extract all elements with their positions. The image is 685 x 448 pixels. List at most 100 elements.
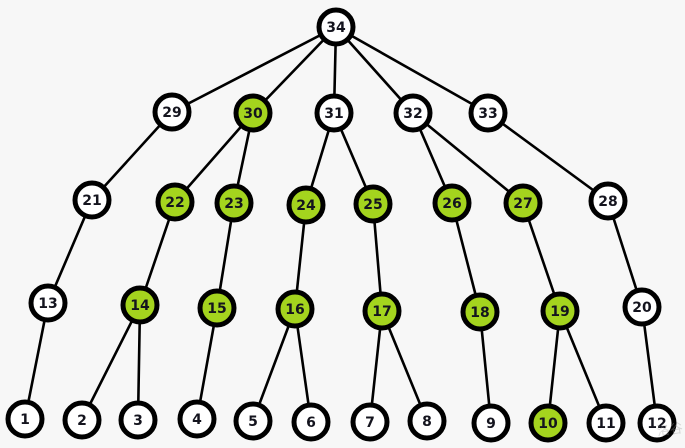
tree-node-19: 19 (540, 291, 580, 331)
tree-node-24: 24 (286, 185, 326, 225)
node-circle (503, 183, 543, 223)
node-label: 23 (224, 196, 243, 212)
tree-node-14: 14 (120, 285, 160, 325)
tree-node-33: 33 (468, 93, 508, 133)
node-circle (468, 93, 508, 133)
tree-node-11: 11 (586, 403, 626, 443)
tree-node-21: 21 (72, 180, 112, 220)
tree-node-7: 7 (350, 402, 390, 442)
tree-edge (486, 111, 610, 203)
node-label: 7 (365, 415, 375, 431)
node-label: 22 (165, 195, 184, 211)
tree-edge (251, 25, 338, 115)
tree-node-18: 18 (460, 292, 500, 332)
node-circle (118, 400, 158, 440)
node-label: 25 (363, 197, 382, 213)
node-circle (5, 399, 45, 439)
node-circle (197, 288, 237, 328)
node-circle (72, 180, 112, 220)
node-circle (62, 400, 102, 440)
tree-node-34: 34 (316, 7, 356, 47)
node-label: 3 (133, 413, 143, 429)
node-label: 5 (248, 414, 258, 430)
tree-node-12: 12 (637, 403, 677, 443)
node-circle (393, 93, 433, 133)
node-circle (155, 182, 195, 222)
tree-node-31: 31 (314, 93, 354, 133)
tree-node-32: 32 (393, 93, 433, 133)
node-circle (637, 403, 677, 443)
node-circle (353, 184, 393, 224)
node-label: 16 (285, 302, 304, 318)
node-circle (540, 291, 580, 331)
node-circle (588, 181, 628, 221)
node-circle (316, 7, 356, 47)
node-label: 34 (326, 20, 346, 36)
node-label: 14 (130, 298, 150, 314)
node-circle (314, 93, 354, 133)
tree-node-6: 6 (291, 402, 331, 442)
node-label: 32 (403, 106, 422, 122)
node-label: 1 (20, 412, 30, 428)
tree-node-8: 8 (407, 401, 447, 441)
tree-node-13: 13 (28, 283, 68, 323)
node-label: 13 (38, 296, 57, 312)
node-circle (362, 291, 402, 331)
node-label: 11 (596, 416, 615, 432)
node-label: 21 (82, 193, 101, 209)
node-label: 28 (598, 194, 617, 210)
tree-edge (411, 111, 525, 205)
node-circle (528, 403, 568, 443)
tree-node-28: 28 (588, 181, 628, 221)
node-label: 18 (470, 305, 489, 321)
node-circle (291, 402, 331, 442)
node-label: 31 (324, 106, 343, 122)
tree-edge (558, 309, 608, 425)
node-label: 20 (632, 300, 652, 316)
node-label: 6 (306, 415, 316, 431)
node-label: 9 (486, 416, 496, 432)
tree-node-5: 5 (233, 401, 273, 441)
node-circle (350, 402, 390, 442)
tree-node-9: 9 (471, 403, 511, 443)
tree-edge (334, 25, 490, 115)
tree-node-29: 29 (152, 92, 192, 132)
node-label: 10 (538, 416, 558, 432)
node-label: 19 (550, 304, 569, 320)
node-label: 24 (296, 198, 316, 214)
tree-node-22: 22 (155, 182, 195, 222)
node-label: 29 (162, 105, 181, 121)
node-circle (177, 399, 217, 439)
tree-node-25: 25 (353, 184, 393, 224)
tree-edge (90, 110, 174, 202)
tree-node-30: 30 (233, 93, 273, 133)
node-circle (214, 183, 254, 223)
node-label: 26 (442, 196, 461, 212)
node-circle (460, 292, 500, 332)
tree-node-4: 4 (177, 399, 217, 439)
tree-edge (23, 301, 50, 421)
node-circle (120, 285, 160, 325)
tree-edge (80, 303, 142, 422)
tree-node-26: 26 (432, 183, 472, 223)
tree-edge (170, 25, 338, 114)
node-label: 8 (422, 414, 432, 430)
node-label: 17 (372, 304, 391, 320)
node-label: 33 (478, 106, 497, 122)
node-label: 30 (243, 106, 263, 122)
node-circle (471, 403, 511, 443)
tree-node-3: 3 (118, 400, 158, 440)
node-circle (622, 287, 662, 327)
tree-node-10: 10 (528, 403, 568, 443)
tree-node-17: 17 (362, 291, 402, 331)
node-circle (233, 93, 273, 133)
tree-node-16: 16 (275, 289, 315, 329)
node-circle (286, 185, 326, 225)
node-circle (28, 283, 68, 323)
node-label: 4 (192, 412, 202, 428)
node-circle (407, 401, 447, 441)
node-label: 27 (513, 196, 532, 212)
node-circle (233, 401, 273, 441)
